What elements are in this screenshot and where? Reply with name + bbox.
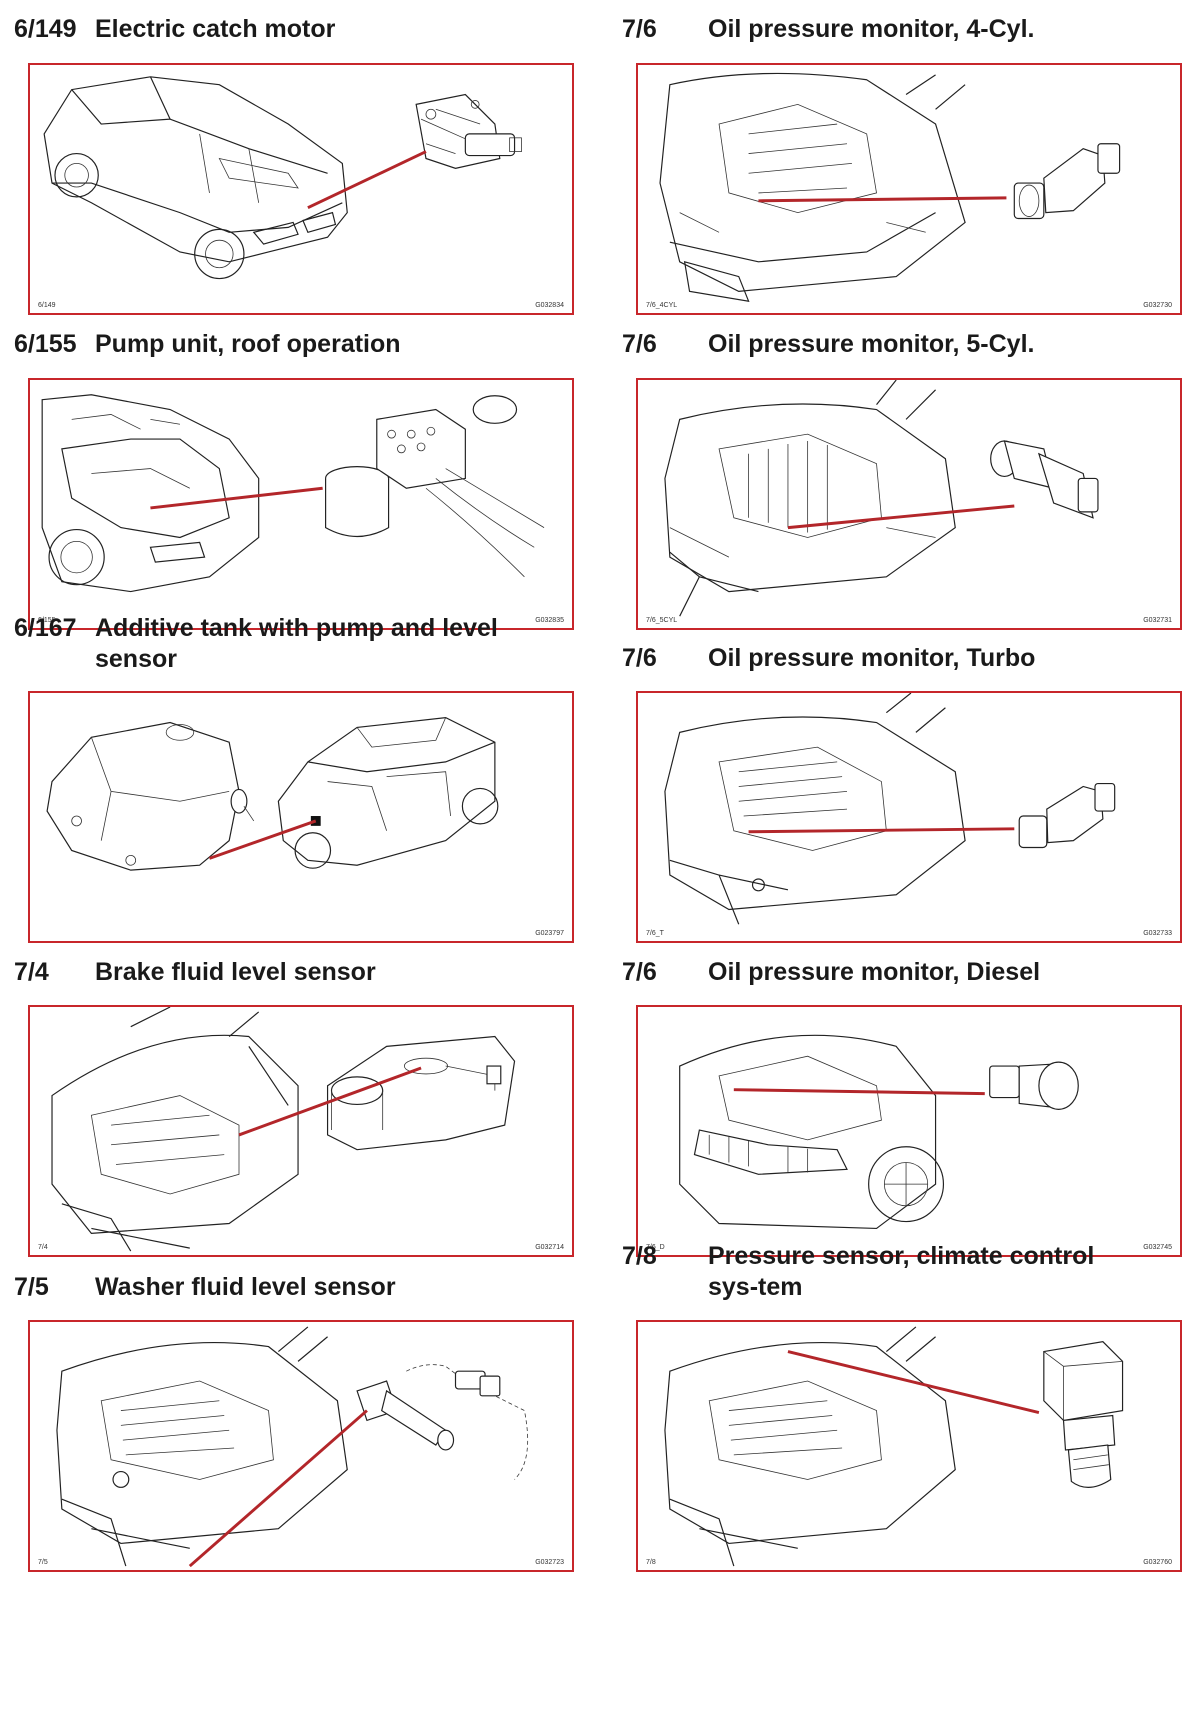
illustration-frame: 6/149 G032834 (28, 63, 574, 315)
figure-label-right: G023797 (535, 930, 564, 937)
brake-fluid-reservoir-icon (51, 1007, 516, 1252)
illustration-frame: 7/6_5CYL G032731 (636, 378, 1182, 630)
entry-code: 7/6 (622, 15, 657, 43)
entry-title: Oil pressure monitor, Turbo (708, 644, 1036, 672)
figure-label-left: 7/8 (646, 1559, 656, 1566)
illustration-frame: 7/6_T G032733 (636, 691, 1182, 943)
additive-tank-sedan-icon (46, 716, 499, 871)
figure-label-left: 7/6_D (646, 1244, 665, 1251)
entry-title: Pressure sensor, climate control sys-tem (708, 1242, 1095, 1301)
illustration-frame: 7/5 G032723 (28, 1320, 574, 1572)
entry-title: Additive tank with pump and level sensor (95, 614, 498, 673)
entry-code: 6/149 (14, 15, 77, 43)
illustration-frame: 7/8 G032760 (636, 1320, 1182, 1572)
entry-code: 6/167 (14, 614, 77, 642)
figure-label-right: G032731 (1143, 617, 1172, 624)
entry-title: Brake fluid level sensor (95, 958, 376, 986)
figure-label-right: G032745 (1143, 1244, 1172, 1251)
figure-label-left: 7/6_4CYL (646, 302, 678, 309)
convertible-rear-catch-motor-icon (43, 76, 522, 280)
entry-code: 7/4 (14, 958, 49, 986)
figure-label-left: 6/149 (38, 302, 56, 309)
figure-label-right: G032730 (1143, 302, 1172, 309)
figure-label-right: G032834 (535, 302, 564, 309)
engine-bay-oil-pressure-sensor-icon (664, 693, 1116, 925)
entry-title: Oil pressure monitor, 5-Cyl. (708, 330, 1035, 358)
entry-code: 7/6 (622, 644, 657, 672)
entry-title: Oil pressure monitor, 4-Cyl. (708, 15, 1035, 43)
figure-label-right: G032714 (535, 1244, 564, 1251)
climate-pressure-sensor-icon (664, 1326, 1124, 1567)
washer-fluid-level-sensor-icon (56, 1326, 529, 1568)
entry-title: Electric catch motor (95, 15, 336, 43)
trunk-hydraulic-pump-unit-icon (41, 394, 545, 593)
engine-bay-oil-pressure-sensor-icon (679, 1034, 1079, 1230)
illustration-frame: 7/4 G032714 (28, 1005, 574, 1257)
illustration-frame: 7/6_4CYL G032730 (636, 63, 1182, 315)
figure-label-right: G032760 (1143, 1559, 1172, 1566)
entry-code: 7/8 (622, 1242, 657, 1270)
figure-label-left: 7/6_5CYL (646, 617, 678, 624)
entry-title: Oil pressure monitor, Diesel (708, 958, 1041, 986)
entry-title: Washer fluid level sensor (95, 1273, 396, 1301)
entry-title: Pump unit, roof operation (95, 330, 401, 358)
entry-code: 7/5 (14, 1273, 49, 1301)
engine-bay-oil-pressure-sensor-icon (664, 380, 1099, 617)
engine-bay-oil-pressure-sensor-icon (659, 72, 1121, 302)
figure-label-right: G032835 (535, 617, 564, 624)
figure-label-right: G032723 (535, 1559, 564, 1566)
figure-label-left: 7/6_T (646, 930, 664, 937)
entry-code: 6/155 (14, 330, 77, 358)
figure-label-right: G032733 (1143, 930, 1172, 937)
figure-label-left: 7/4 (38, 1244, 48, 1251)
figure-label-left: 7/5 (38, 1559, 48, 1566)
entry-code: 7/6 (622, 958, 657, 986)
entry-code: 7/6 (622, 330, 657, 358)
illustration-frame: G023797 (28, 691, 574, 943)
illustration-frame: 6/155 G032835 (28, 378, 574, 630)
illustration-frame: 7/6_D G032745 (636, 1005, 1182, 1257)
figure-label-left: 6/155 (38, 617, 56, 624)
